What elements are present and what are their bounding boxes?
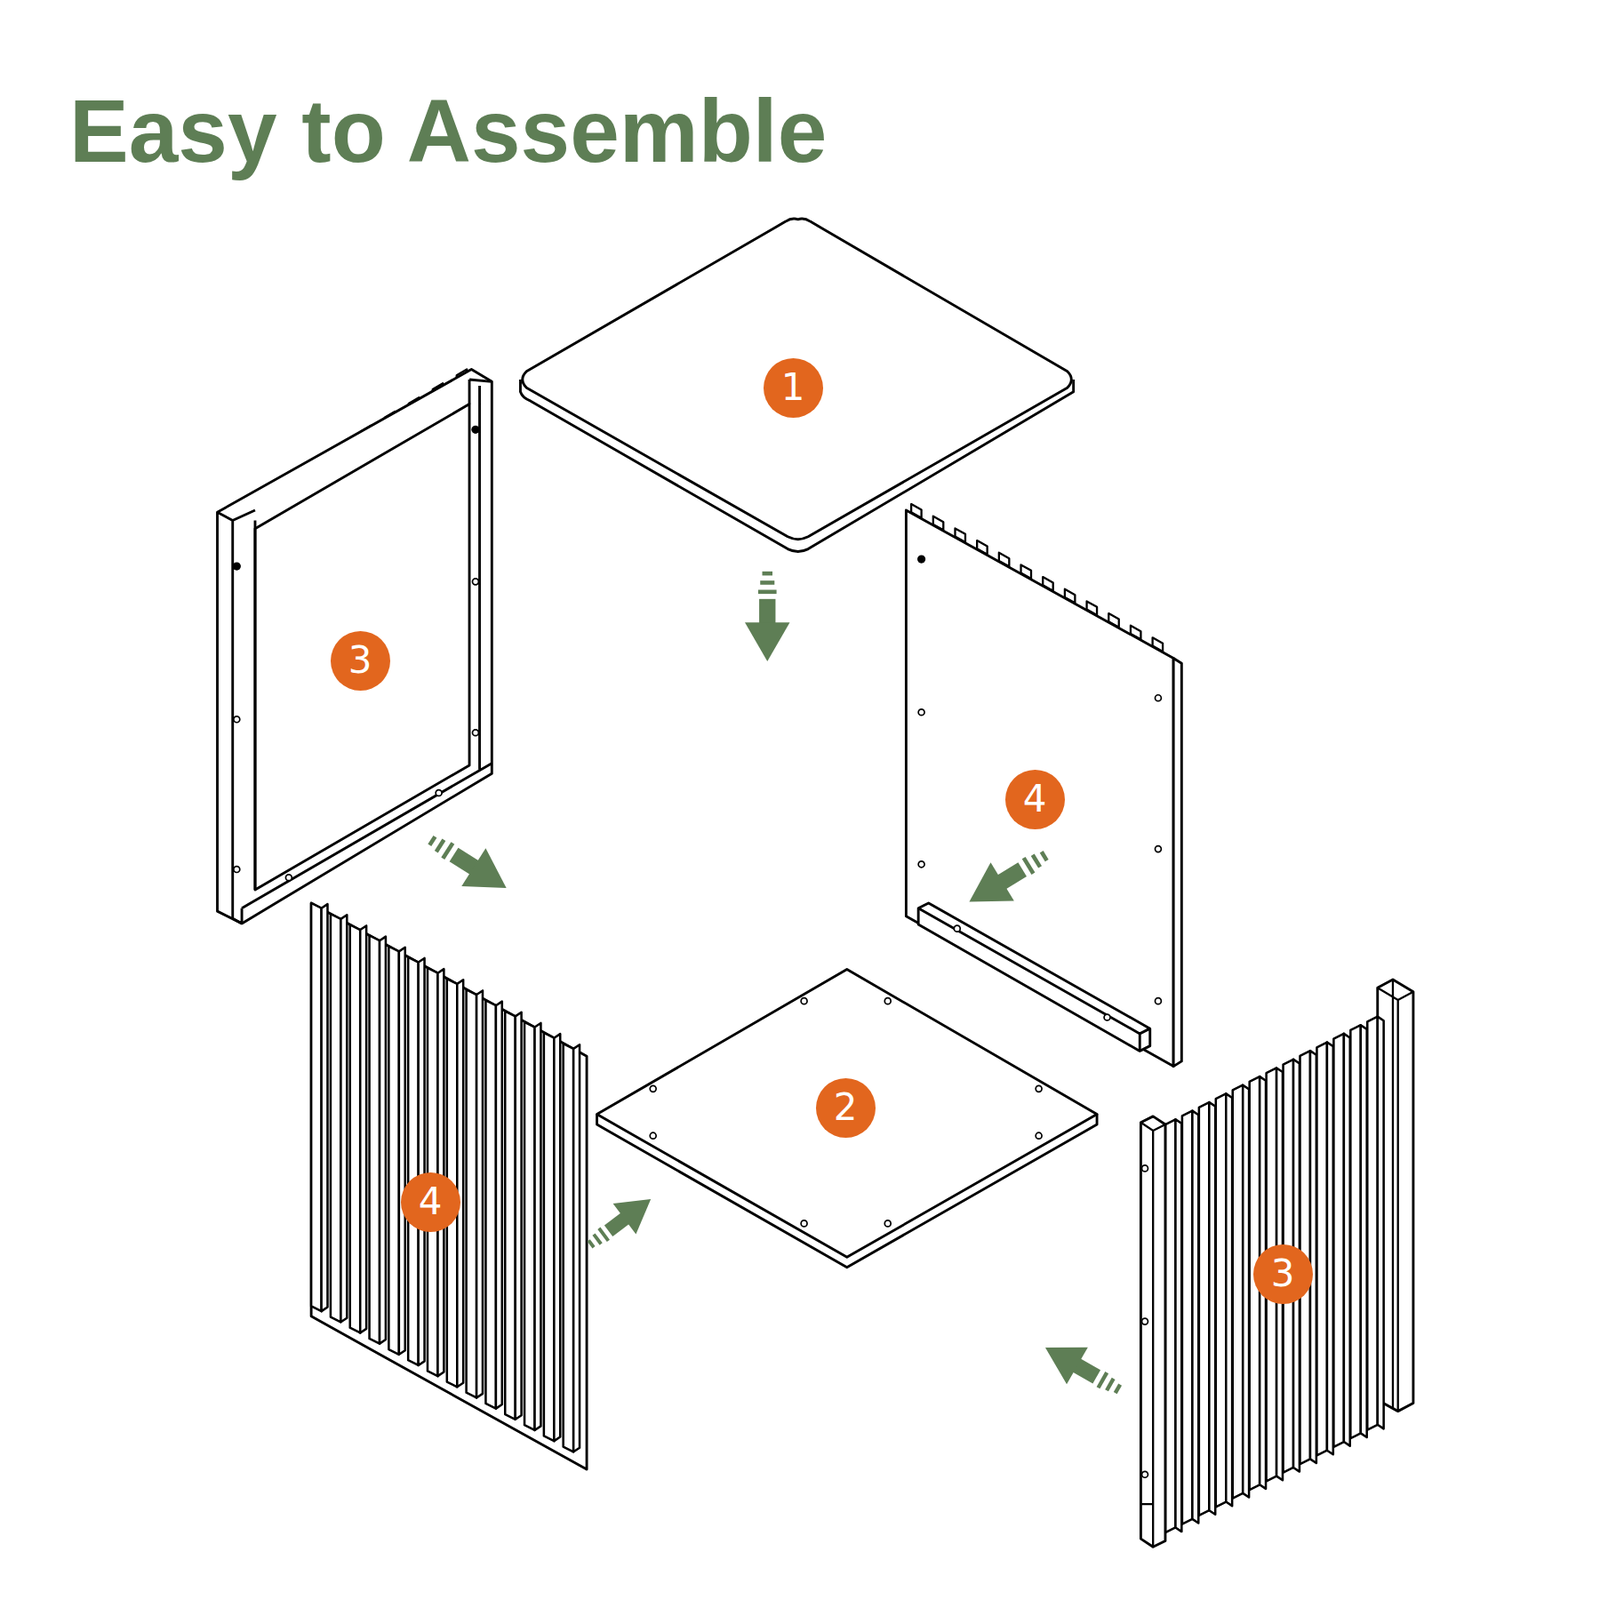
callout-number: 3 <box>348 641 373 680</box>
back-panel <box>905 504 1182 1067</box>
callout-circle: 4 <box>400 1172 461 1232</box>
callout-number: 4 <box>418 1183 443 1221</box>
callout-number: 4 <box>1023 780 1048 818</box>
callout-circle: 2 <box>816 1078 876 1138</box>
side-frame <box>217 368 493 923</box>
callout-number: 1 <box>781 368 806 407</box>
slatted-panel <box>311 903 587 1470</box>
bottom-panel <box>597 969 1098 1268</box>
assembly-arrows <box>418 571 1130 1409</box>
callout-number: 3 <box>1271 1255 1296 1293</box>
callout-circle: 1 <box>763 358 824 418</box>
callout-circle: 4 <box>1005 769 1065 830</box>
callout-number: 2 <box>833 1088 858 1127</box>
slatted-frame <box>1140 979 1414 1547</box>
callout-circle: 3 <box>330 631 391 691</box>
top-panel <box>520 218 1073 552</box>
page-title: Easy to Assemble <box>69 81 827 180</box>
callout-circle: 3 <box>1253 1244 1313 1304</box>
